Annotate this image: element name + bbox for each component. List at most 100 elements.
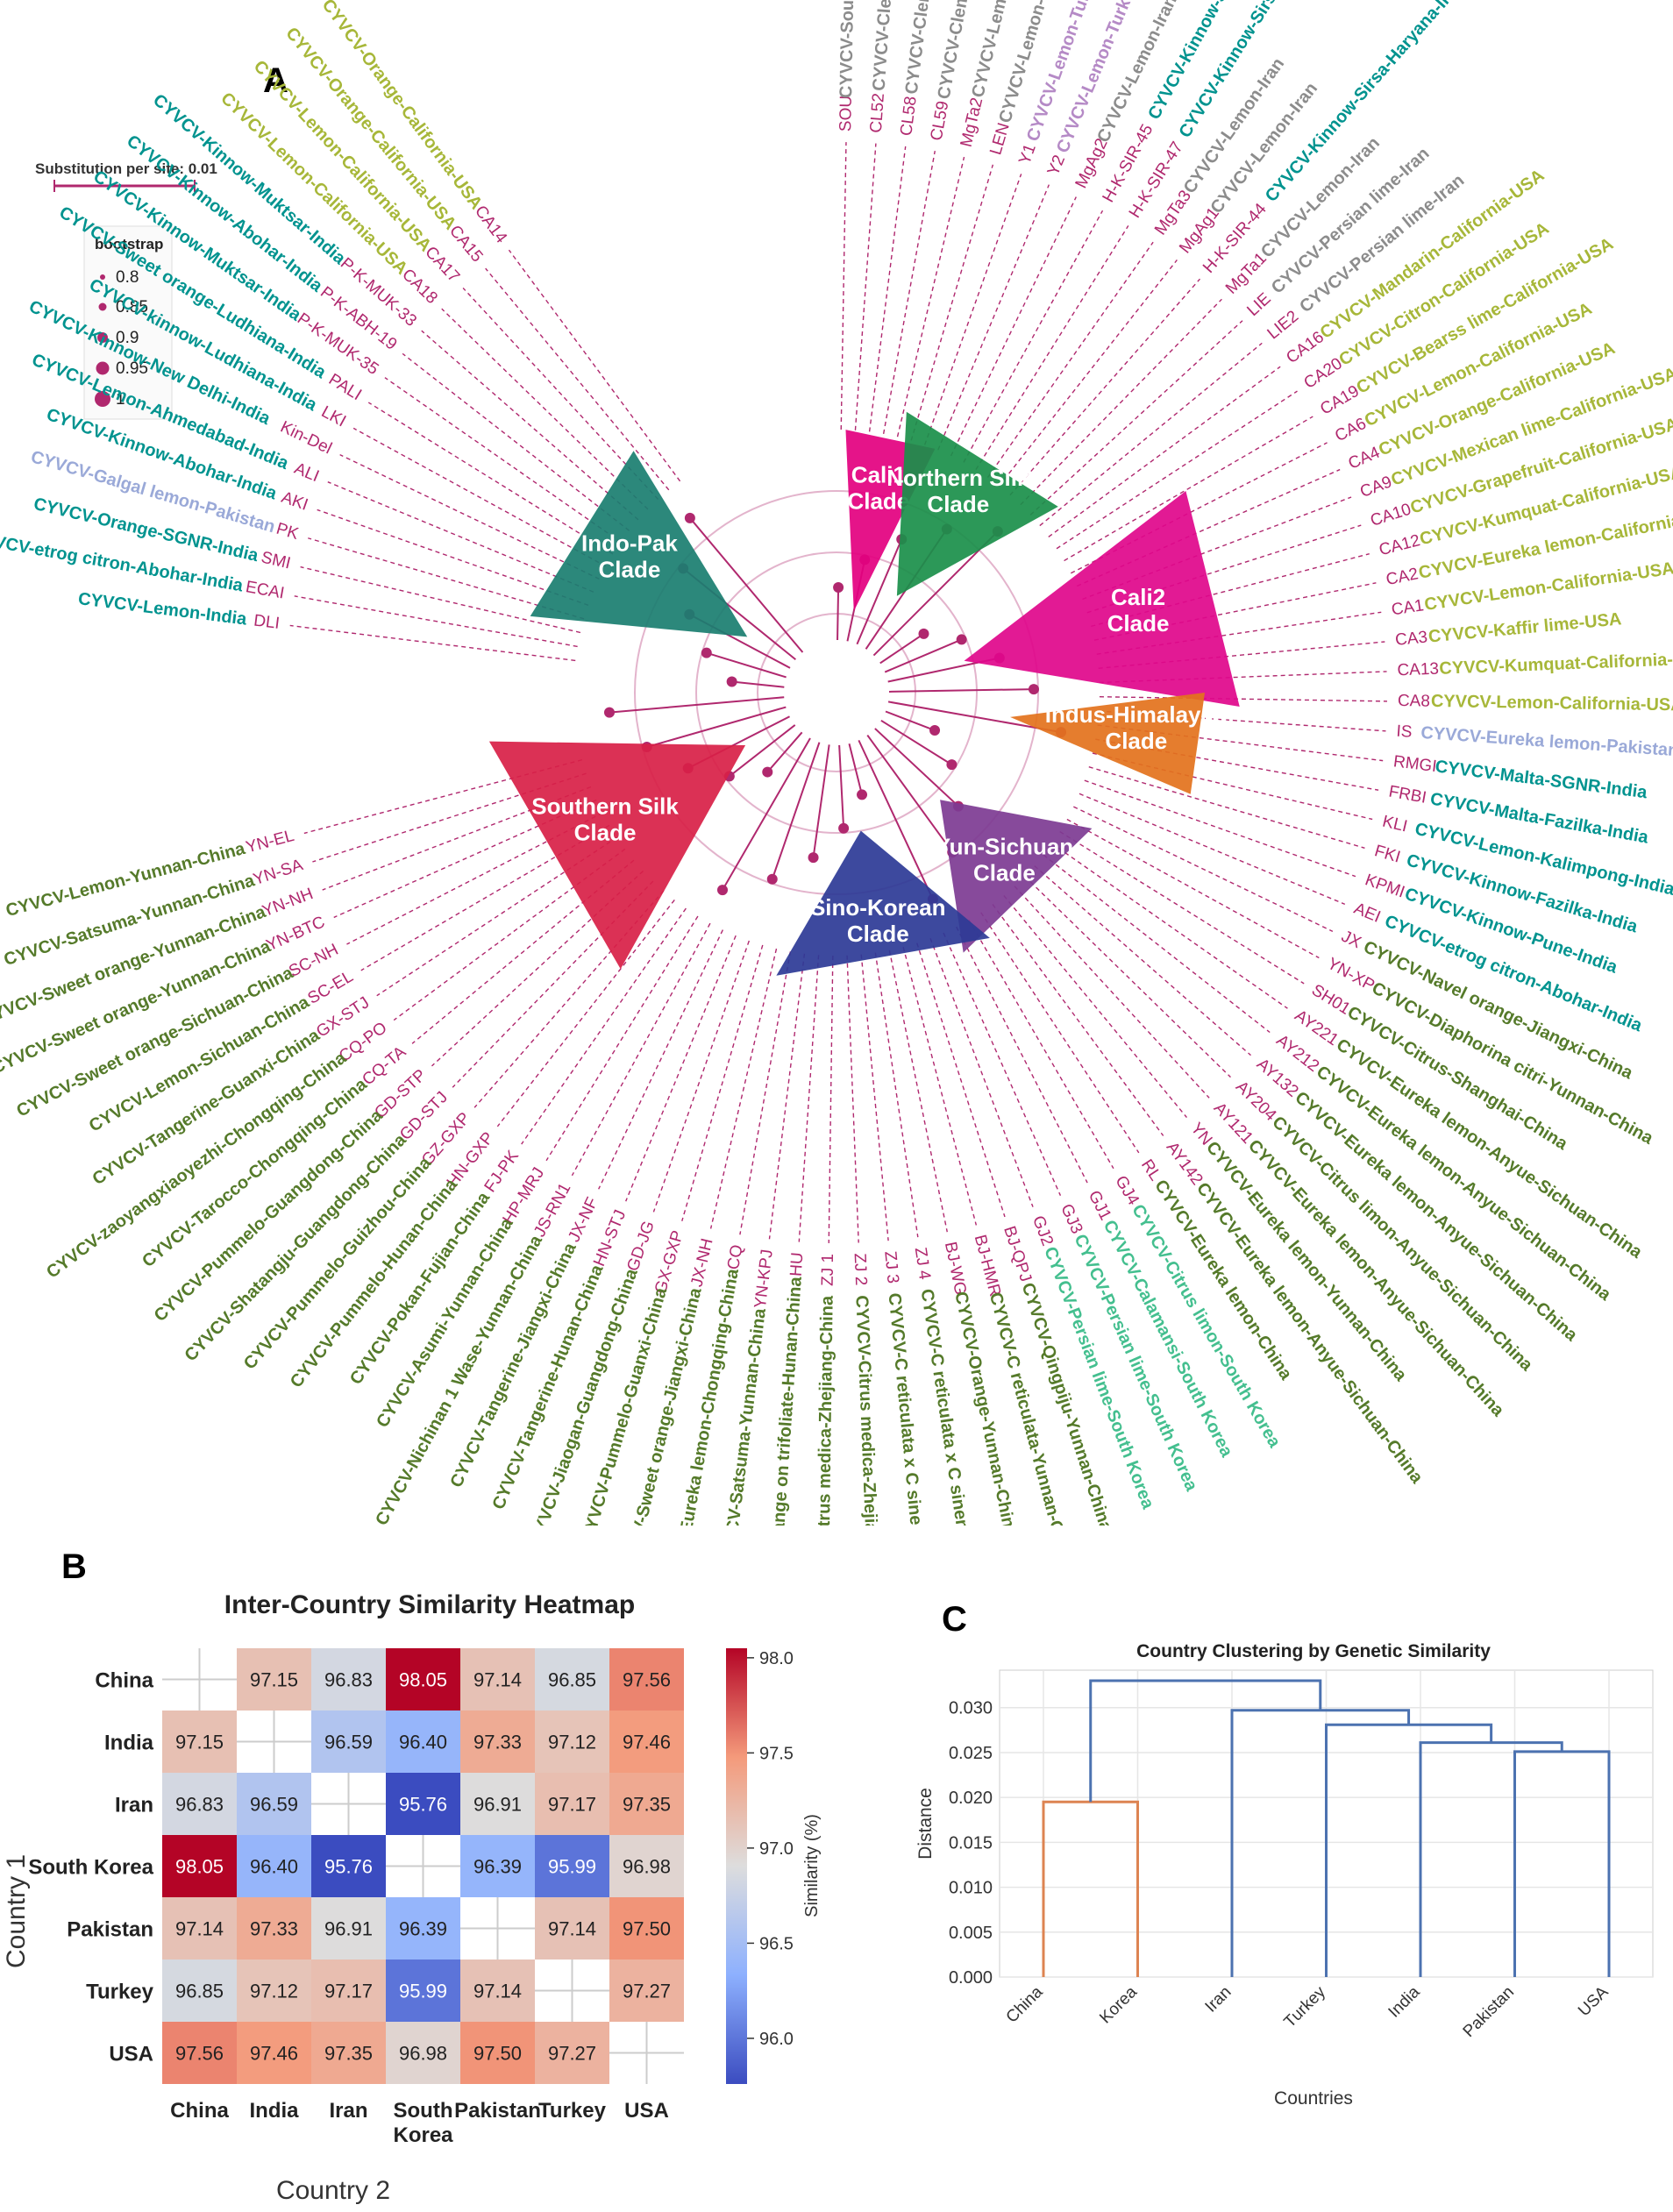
dendrogram-leaf-label: Iran: [1202, 1983, 1235, 2016]
heatmap-column-label: Pakistan: [454, 2099, 541, 2123]
bootstrap-dot-1: [95, 391, 110, 407]
dendrogram-leaf-label: Turkey: [1281, 1982, 1330, 2031]
tree-tip-branch: [300, 565, 581, 634]
tree-tip-code: MgTa2: [958, 96, 987, 148]
heatmap-colorbar-tick-label: 96.0: [759, 2030, 794, 2049]
heatmap-cell-value: 96.83: [324, 1669, 373, 1691]
tree-tip-code: CL59: [928, 100, 953, 142]
tree-tip-code: ZJ 3: [880, 1250, 901, 1284]
tree-tip-label: CYVCV-Lemon-Yunnan-China: [4, 839, 247, 921]
tree-tip-code: YN-EL: [244, 827, 295, 857]
country-dendrogram-panel: C Country Clustering by Genetic Similari…: [915, 1604, 1654, 2109]
tree-tip-branch: [937, 184, 1050, 451]
tree-tip-branch: [868, 146, 907, 432]
heatmap-cell-value: 96.59: [250, 1794, 298, 1816]
scale-bar-label: Substitution per site: 0.01: [35, 160, 217, 177]
tree-tip-code: BJ-WG: [941, 1241, 970, 1297]
heatmap-cell: [386, 1648, 460, 1711]
heatmap-row-label: Pakistan: [67, 1918, 153, 1942]
tree-tip-code: CA1: [1391, 596, 1426, 619]
tree-tip-branch: [289, 624, 576, 662]
heatmap-row-label: USA: [109, 2043, 153, 2066]
heatmap-cell: [237, 1835, 311, 1897]
tree-tip-code: GJ1: [1085, 1188, 1115, 1224]
heatmap-cell: [609, 1835, 684, 1897]
tree-internal-branch: [874, 728, 959, 807]
heatmap-title: Inter-Country Similarity Heatmap: [224, 1590, 635, 1619]
heatmap-cell: [609, 1960, 684, 2022]
tree-tip-branch: [1064, 416, 1313, 562]
bootstrap-legend: bootstrap 0.8 0.85 0.9 0.95 1: [83, 225, 173, 420]
tree-internal-branch: [887, 701, 1062, 734]
heatmap-cell-value: 97.17: [324, 1981, 373, 2002]
tree-tip-branch: [1059, 830, 1305, 985]
tree-internal-branch: [836, 587, 840, 641]
tree-tip-label: CYVCV-Citrus medica-Zhejiang-China: [814, 1295, 837, 1526]
heatmap-cell: [386, 1960, 460, 2022]
bootstrap-legend-box: [83, 225, 173, 420]
tree-internal-branch: [731, 680, 785, 688]
heatmap-cell-value: 96.91: [324, 1918, 373, 1940]
heatmap-cell-value: 97.33: [473, 1732, 522, 1753]
tree-tip-code: FRBI: [1387, 783, 1427, 807]
tree-tip-code: CA9: [1357, 473, 1394, 501]
heatmap-cell-value: 96.83: [175, 1794, 224, 1816]
tree-tip-code: GJ2: [1029, 1213, 1057, 1248]
heatmap-colorbar-ticks: 98.097.597.096.596.0: [747, 1649, 794, 2049]
dendrogram-link: [1230, 1709, 1411, 1977]
tree-tip-code: FJ-PK: [481, 1147, 523, 1196]
tree-tip-branch: [1014, 886, 1210, 1099]
tree-tip-branch: [992, 904, 1164, 1136]
tree-tip-code: ALI: [292, 459, 322, 486]
bootstrap-dot-0.8: [100, 274, 105, 280]
heatmap-cell-value: 96.39: [399, 1918, 447, 1940]
dendrogram-y-tick-label: 0.020: [949, 1789, 993, 1808]
tree-tip-code: SOU: [836, 96, 856, 132]
tree-tip-branch: [367, 402, 614, 555]
tree-tip-code: GJ3: [1057, 1201, 1086, 1236]
tree-tip-branch: [854, 143, 877, 430]
heatmap-cell: [237, 2022, 311, 2084]
tree-tip-code: LIE2: [1264, 307, 1303, 343]
tree-tip-branch: [1029, 320, 1243, 516]
heatmap-cell-value: 97.56: [175, 2043, 224, 2065]
heatmap-cell-value: 96.85: [175, 1981, 224, 2002]
tree-tip-branch: [963, 210, 1104, 463]
heatmap-cell-value: 97.50: [473, 2043, 522, 2065]
clade-triangle: [896, 411, 1058, 596]
heatmap-cell: [609, 1897, 684, 1960]
tree-bootstrap-node: [808, 852, 819, 864]
tree-tip-code: LEN: [986, 121, 1014, 157]
tree-tip-code: Kin-Del: [277, 418, 334, 459]
heatmap-cell-value: 95.99: [399, 1981, 447, 2002]
tree-tip-code: GJ4: [1111, 1173, 1143, 1209]
bootstrap-dot-0.95: [96, 361, 110, 375]
tree-tip-branch: [1043, 854, 1271, 1034]
tree-bootstrap-node: [918, 628, 929, 639]
tree-internal-branch: [879, 633, 925, 665]
tree-tip-branch: [1009, 278, 1201, 496]
tree-tip-branch: [956, 926, 1088, 1184]
tree-tip-code: RMGI: [1392, 752, 1438, 776]
tree-bootstrap-node: [833, 582, 844, 594]
tree-tip-code: CA17: [421, 243, 463, 286]
dendrogram-y-axis-label: Distance: [915, 1788, 936, 1860]
tree-bootstrap-node: [929, 725, 941, 736]
tree-tip-label: CYVCV-Pummelo-Guangdong-China: [151, 1106, 388, 1326]
heatmap-row-label: Iran: [115, 1794, 153, 1817]
heatmap-cell: [237, 1960, 311, 2022]
tree-internal-branch: [812, 744, 830, 858]
heatmap-column-label: Iran: [329, 2099, 367, 2123]
dendrogram-y-tick-label: 0.010: [949, 1879, 993, 1898]
tree-tip-code: KPMI: [1363, 871, 1407, 901]
heatmap-colorbar-label: Similarity (%): [802, 1814, 822, 1917]
tree-tip-code: CA15: [445, 222, 486, 266]
tree-tip-branch: [1073, 806, 1334, 932]
heatmap-cell-value: 97.12: [250, 1981, 298, 2002]
tree-tip-code: CA14: [471, 203, 510, 247]
tree-internal-branch: [722, 737, 811, 891]
bootstrap-value-0.8: 0.8: [116, 268, 139, 287]
